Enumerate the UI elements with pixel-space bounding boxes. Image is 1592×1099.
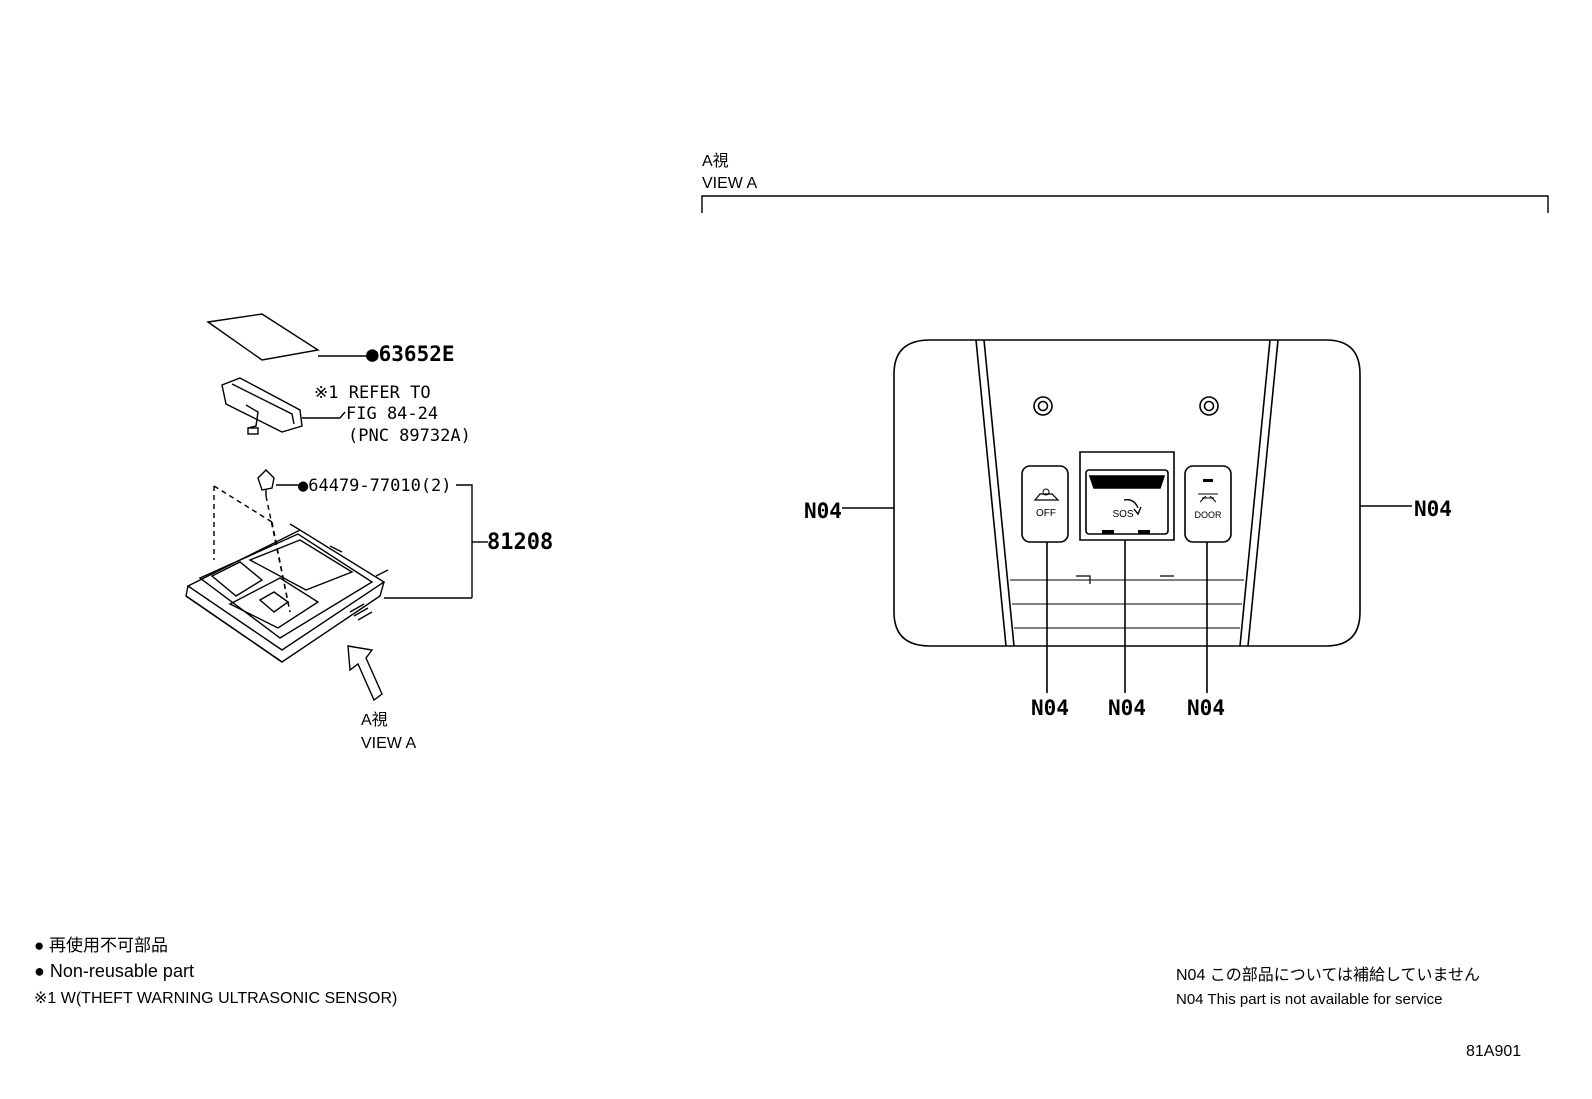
overhead-console-view (842, 339, 1412, 693)
clip-part (213, 469, 300, 613)
assembly-bracket (456, 484, 488, 598)
view-a-arrow (347, 645, 383, 702)
callout-81208: 81208 (487, 530, 553, 555)
callout-n04-right: N04 (1414, 497, 1452, 521)
exploded-view (185, 313, 488, 702)
screw-left-icon (1033, 396, 1053, 416)
callout-n04-door: N04 (1187, 696, 1225, 720)
sos-switch (1079, 451, 1175, 541)
view-label-en: VIEW A (361, 735, 416, 752)
view-a-bracket (701, 195, 1549, 213)
refer-text-line2: FIG 84-24 (346, 404, 438, 424)
legend-nonreusable-jp: ● 再使用不可部品 (34, 935, 168, 955)
console-assembly-part (185, 523, 472, 663)
figure-code: 81A901 (1466, 1043, 1521, 1060)
cover-sheet-part (206, 313, 368, 361)
sos-button-label: SOS (1112, 509, 1133, 520)
door-button-label: DOOR (1195, 510, 1223, 520)
view-a-title-jp: A視 (702, 152, 729, 170)
off-button-label: OFF (1036, 508, 1056, 519)
callout-n04-sos: N04 (1108, 696, 1146, 720)
callout-63652e: ●63652E (366, 342, 455, 366)
view-label-jp: A視 (361, 711, 388, 729)
refer-text-line1: ※1 REFER TO (314, 383, 431, 403)
callout-n04-left: N04 (804, 499, 842, 523)
door-lamp-button (1184, 465, 1232, 543)
view-a-title-en: VIEW A (702, 175, 757, 192)
legend-footnote: ※1 W(THEFT WARNING ULTRASONIC SENSOR) (34, 990, 397, 1007)
legend-nonreusable-en: ● Non-reusable part (34, 961, 194, 981)
screw-right-icon (1199, 396, 1219, 416)
note-n04-en: N04 This part is not available for servi… (1176, 991, 1443, 1008)
note-n04-jp: N04 この部品については補給していません (1176, 966, 1480, 984)
intrusion-sensor-off-button (1021, 465, 1069, 543)
callout-clip: ●64479-77010(2) (298, 476, 452, 496)
callout-n04-off: N04 (1031, 696, 1069, 720)
ultrasonic-sensor-part (221, 377, 346, 435)
refer-text-line3: (PNC 89732A) (348, 426, 471, 446)
